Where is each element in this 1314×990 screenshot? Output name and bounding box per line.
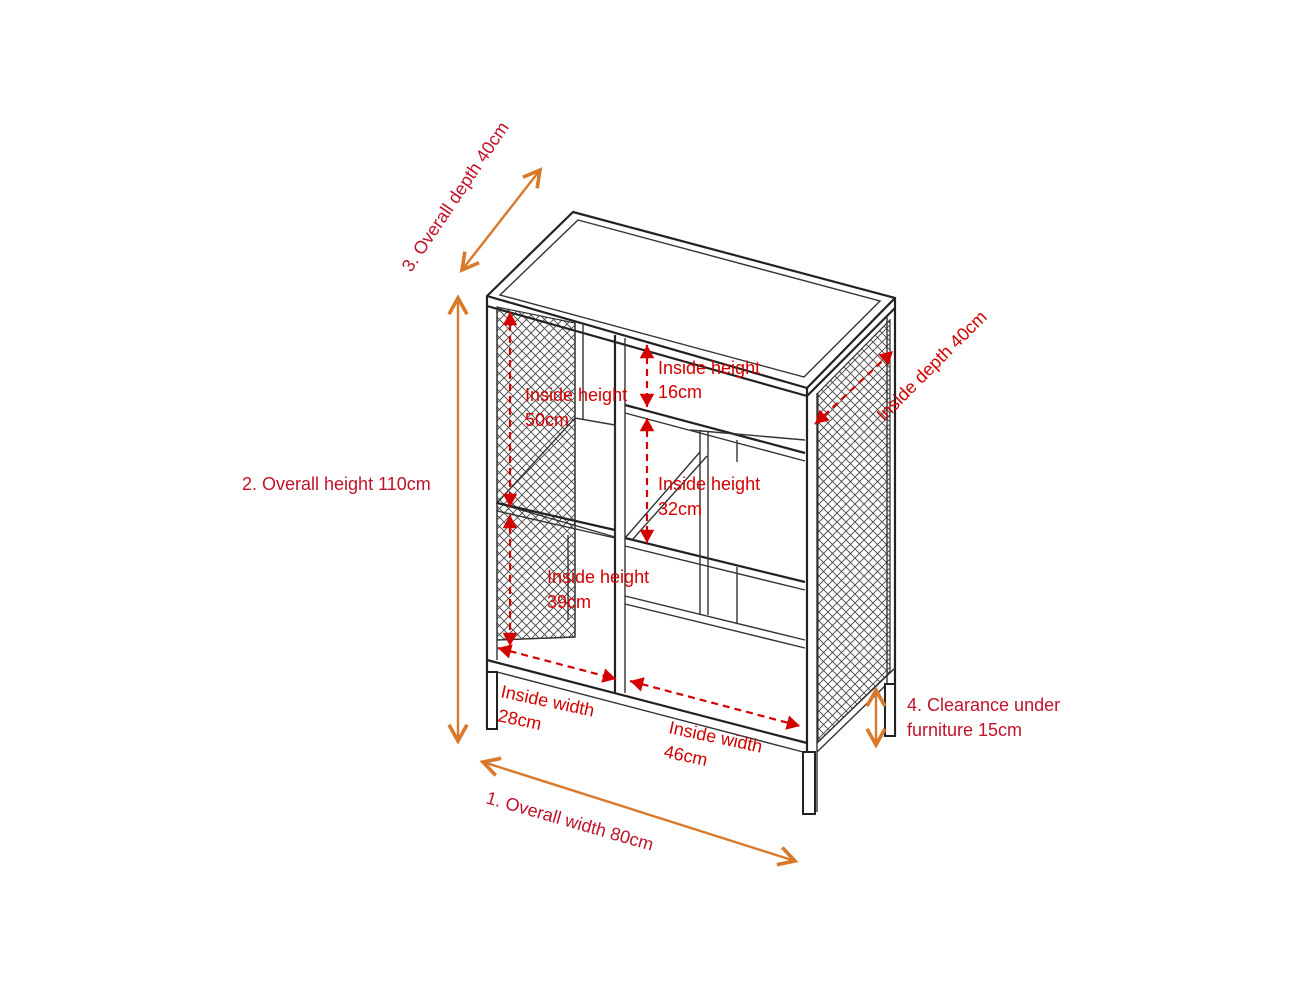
inside-width-46-label2: 46cm bbox=[662, 741, 709, 770]
inside-height-16-label2: 16cm bbox=[658, 382, 702, 402]
inside-height-39-label2: 39cm bbox=[547, 592, 591, 612]
overall-depth-arrow bbox=[462, 170, 540, 270]
left-shelf-front bbox=[496, 501, 616, 532]
leg-front-right bbox=[802, 751, 816, 815]
right-mid-shelf bbox=[624, 536, 806, 584]
inside-depth-40-arrow bbox=[814, 350, 894, 425]
inside-width-28-label2: 28cm bbox=[496, 705, 543, 734]
right-mid-shelf-diag2 bbox=[631, 455, 708, 541]
right-mesh-panel bbox=[817, 318, 891, 744]
left-mesh-panel bbox=[496, 306, 576, 641]
bottom-side-rail bbox=[816, 667, 896, 744]
overall-dimensions bbox=[458, 170, 876, 861]
inside-width-28-arrow bbox=[497, 644, 617, 683]
inside-height-50-label1: Inside height bbox=[525, 385, 627, 405]
right-top-shelf-back bbox=[689, 429, 806, 441]
labels: 3. Overall depth 40cm 2. Overall height … bbox=[242, 118, 1060, 854]
overall-depth-label: 3. Overall depth 40cm bbox=[398, 118, 513, 275]
right-top-shelf-2 bbox=[624, 412, 806, 462]
inside-height-32-label1: Inside height bbox=[658, 474, 760, 494]
inside-height-32-label2: 32cm bbox=[658, 499, 702, 519]
overall-width-label: 1. Overall width 80cm bbox=[484, 788, 656, 855]
inside-dimensions bbox=[497, 312, 894, 730]
lower-back-rail-2 bbox=[624, 603, 806, 649]
right-mid-shelf-diag bbox=[624, 451, 701, 539]
overall-width-arrow bbox=[483, 762, 795, 861]
lower-back-rail bbox=[624, 595, 806, 641]
leg-front-left bbox=[486, 671, 498, 730]
overall-height-label: 2. Overall height 110cm bbox=[242, 474, 431, 494]
inside-height-50-label2: 50cm bbox=[525, 410, 569, 430]
inside-height-39-label1: Inside height bbox=[547, 567, 649, 587]
right-mid-shelf-2 bbox=[624, 545, 806, 591]
inside-height-16-label1: Inside height bbox=[658, 358, 760, 378]
leg-back-right bbox=[884, 683, 896, 737]
right-top-shelf bbox=[624, 403, 806, 455]
left-middle-shelf bbox=[495, 417, 616, 538]
clearance-label-line2: furniture 15cm bbox=[907, 720, 1022, 740]
inside-width-46-arrow bbox=[629, 677, 801, 730]
clearance-label-line1: 4. Clearance under bbox=[907, 695, 1060, 715]
